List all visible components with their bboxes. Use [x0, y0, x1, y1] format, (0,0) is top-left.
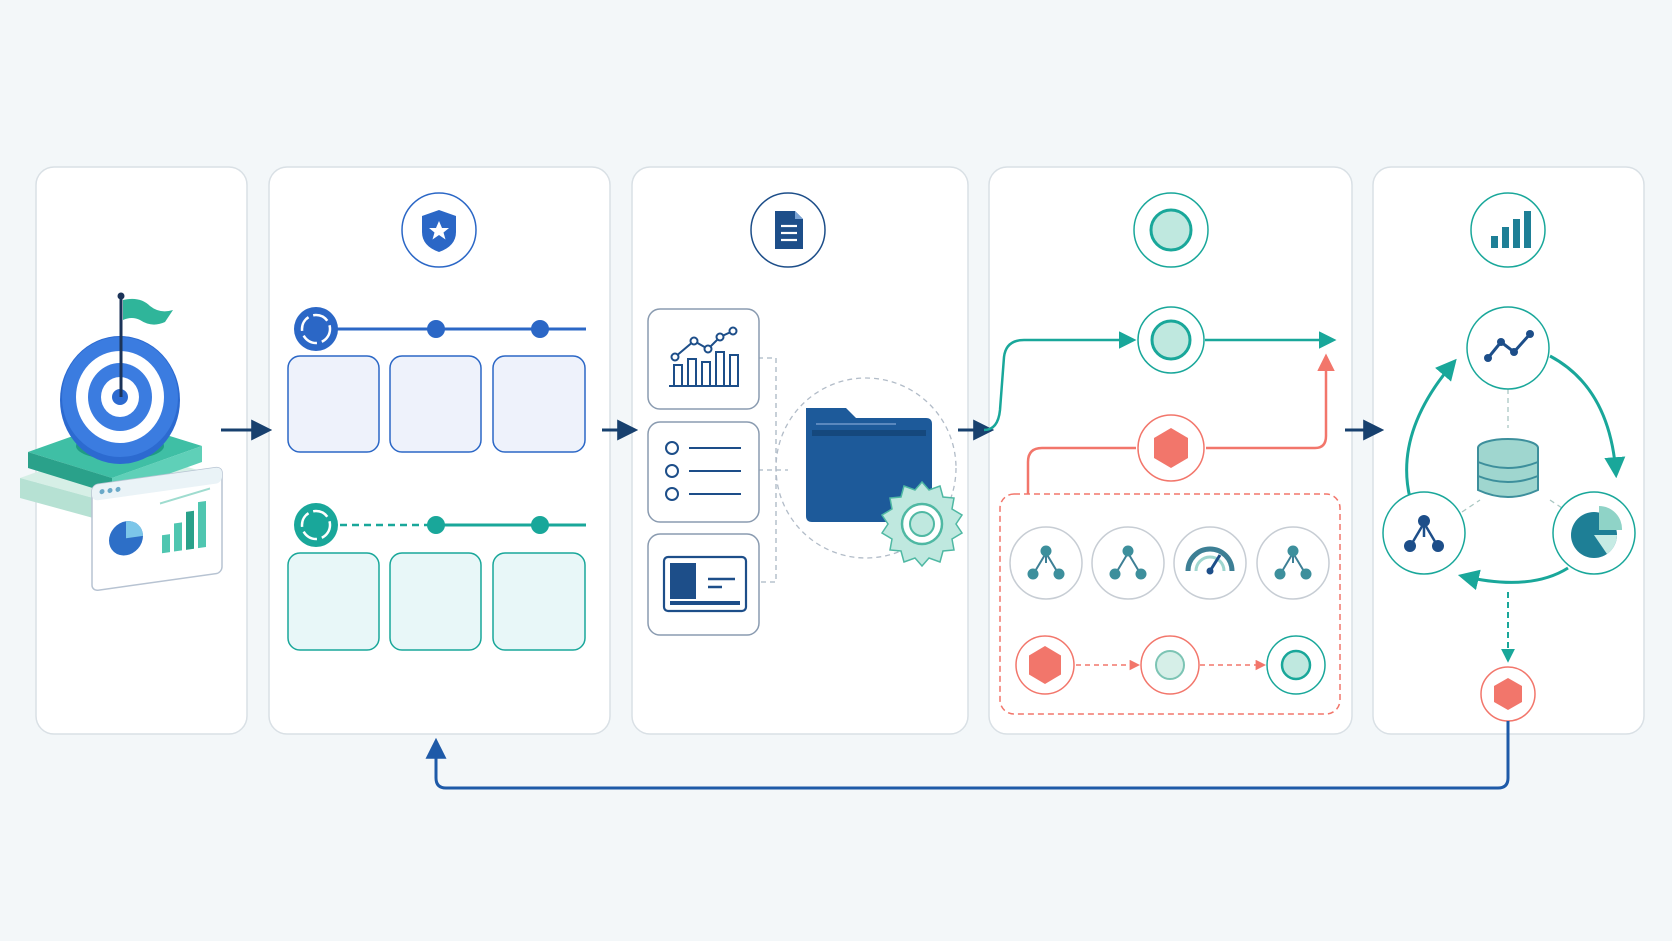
objective-illustration — [20, 292, 223, 592]
monitor-node — [1173, 526, 1247, 600]
doc-item-idcard — [647, 533, 760, 636]
pie-chart-icon — [1571, 505, 1623, 558]
cycle-node-network — [1382, 491, 1466, 575]
gear-icon — [880, 480, 964, 568]
folder-icon — [806, 408, 932, 522]
documentation-header-badge — [750, 192, 826, 268]
execution-alert-node — [1137, 414, 1205, 482]
state-node — [1266, 635, 1326, 695]
monitor-node — [1091, 526, 1165, 600]
network-icon — [1274, 545, 1312, 580]
network-icon — [1027, 545, 1065, 580]
target-icon — [60, 336, 180, 464]
hexagon-alert-icon — [1154, 428, 1188, 468]
timeline-start-marker — [294, 307, 338, 351]
blue-timeline — [294, 307, 586, 351]
timeline-milestone — [531, 320, 549, 338]
monitor-node — [1009, 526, 1083, 600]
status-circle-icon — [1155, 650, 1185, 680]
cycle-node-pie — [1552, 491, 1636, 575]
execution-header-badge — [1133, 192, 1209, 268]
status-circle-icon — [1150, 319, 1192, 361]
doc-item-checklist — [647, 421, 760, 523]
plan-card — [389, 552, 482, 651]
teal-timeline — [294, 503, 586, 547]
line-chart-icon — [1484, 330, 1534, 362]
cycle-arrow — [1549, 354, 1626, 479]
doc-item-chart — [647, 308, 760, 410]
shield-star-icon — [422, 210, 456, 252]
status-circle-icon — [1280, 649, 1312, 681]
timeline-milestone — [427, 320, 445, 338]
hexagon-alert-icon — [1494, 678, 1522, 710]
checklist-icon — [665, 441, 741, 501]
gauge-icon — [1185, 546, 1235, 575]
plan-card — [287, 355, 380, 453]
id-card-icon — [662, 555, 748, 613]
state-node — [1015, 635, 1075, 695]
network-icon — [1109, 545, 1147, 580]
analytics-header-badge — [1470, 192, 1546, 268]
coral-flow-line — [1206, 353, 1335, 450]
folder-hub — [775, 377, 964, 568]
bar-chart-icon — [1491, 211, 1531, 248]
plan-card — [492, 355, 586, 453]
output-alert-node — [1480, 666, 1536, 722]
monitoring-group — [999, 493, 1341, 715]
state-node — [1140, 635, 1200, 695]
execution-status-node — [1137, 306, 1205, 374]
cycle-arrow — [1457, 566, 1569, 591]
line-chart-icon — [669, 326, 739, 387]
monitor-node — [1256, 526, 1330, 600]
bar-chart-icon — [159, 487, 211, 554]
timeline-milestone — [427, 516, 445, 534]
status-circle-icon — [1149, 208, 1193, 252]
hexagon-alert-icon — [1029, 646, 1061, 684]
flag-icon — [117, 292, 173, 397]
network-icon — [1404, 515, 1444, 552]
timeline-milestone — [531, 516, 549, 534]
cycle-arrow — [1405, 358, 1457, 499]
timeline-start-marker — [294, 503, 338, 547]
teal-flow-line — [983, 331, 1137, 432]
pie-chart-icon — [109, 521, 143, 556]
plan-card — [287, 552, 380, 651]
cycle-node-trend — [1466, 306, 1550, 390]
document-icon — [775, 211, 803, 249]
database-icon — [1477, 438, 1539, 498]
planning-header-badge — [401, 192, 477, 268]
plan-card — [492, 552, 586, 651]
dashboard-icon — [91, 466, 223, 592]
plan-card — [389, 355, 482, 453]
coral-flow-line — [1026, 446, 1136, 494]
feedback-loop — [425, 721, 1510, 790]
